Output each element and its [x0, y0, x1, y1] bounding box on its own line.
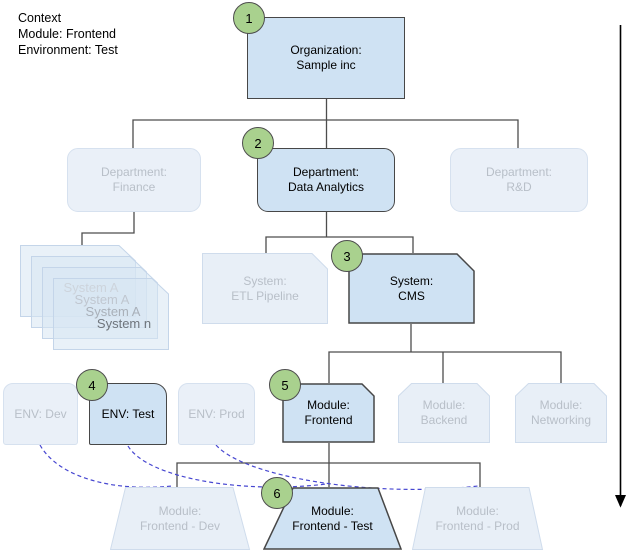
node-label: Department: [100, 165, 168, 179]
step-badge-4: 4 [76, 369, 108, 401]
context-note: Context Module: Frontend Environment: Te… [18, 10, 118, 58]
trapezoid-shape [412, 487, 544, 550]
node-label: Frontend - Dev [139, 518, 221, 533]
env-prod-mapping-curve [215, 444, 479, 490]
node-label: Backend [420, 413, 468, 427]
node-label: Finance [112, 180, 156, 194]
node-module-backend: Module: Backend [398, 383, 490, 443]
node-label: Networking [530, 413, 592, 427]
node-system-stack: System A System A System A System n [20, 245, 170, 351]
node-label: ENV: Test [101, 406, 155, 421]
connector-org-departments [132, 99, 519, 148]
node-label: Organization: [290, 43, 362, 57]
connector-finance-systems [81, 212, 135, 246]
node-module-frontend: Module: Frontend [282, 383, 375, 443]
node-label: Module: [539, 398, 583, 412]
node-department-rd: Department: R&D [450, 148, 588, 212]
context-environment: Environment: Test [18, 43, 118, 57]
node-label: Frontend [304, 413, 353, 427]
step-badge-5: 5 [269, 369, 301, 401]
step-badge-1: 1 [233, 2, 265, 34]
stack-label: System A [74, 292, 130, 307]
trapezoid-shape [263, 487, 403, 550]
card-shape [202, 253, 328, 324]
module-shape [398, 383, 490, 443]
node-organization: Organization: Sample inc [247, 17, 405, 99]
node-department-finance: Department: Finance [67, 148, 201, 212]
node-label: ENV: Prod [188, 406, 245, 421]
node-module-frontend-prod: Module: Frontend - Prod [412, 487, 544, 550]
step-badge-6: 6 [261, 477, 293, 509]
node-label: Module: [456, 503, 499, 518]
node-label: Department: [485, 165, 553, 179]
context-title: Context [18, 11, 62, 25]
stack-label: System A [63, 280, 119, 295]
node-label: System: [389, 273, 434, 288]
node-label: Frontend - Prod [435, 518, 520, 533]
node-system-etl-pipeline: System: ETL Pipeline [202, 253, 328, 324]
connector-cms-modules [328, 324, 562, 383]
connector-dept-systems [265, 212, 414, 253]
node-label: Module: [311, 503, 354, 518]
node-label: Data Analytics [287, 180, 365, 194]
node-label: R&D [506, 180, 532, 194]
stack-card-4 [53, 278, 169, 350]
context-module: Module: Frontend [18, 27, 116, 41]
node-module-frontend-test: Module: Frontend - Test [263, 487, 403, 550]
node-label: Module: [422, 398, 466, 412]
step-badge-3: 3 [331, 240, 363, 272]
node-label: System: [243, 273, 287, 288]
node-label: CMS [398, 288, 425, 303]
node-label: ETL Pipeline [231, 288, 299, 303]
node-label: Module: [158, 503, 202, 518]
env-test-mapping-curve [127, 445, 327, 488]
node-system-cms: System: CMS [348, 253, 475, 324]
node-label: Department: [292, 165, 360, 179]
node-label: Module: [307, 398, 350, 412]
trapezoid-shape [110, 487, 251, 550]
step-badge-2: 2 [242, 127, 274, 159]
stack-label: System n [96, 316, 152, 331]
node-env-dev: ENV: Dev [3, 383, 78, 445]
stack-label: System A [85, 304, 141, 319]
module-shape [515, 383, 607, 443]
connector-module-instances [176, 443, 481, 487]
node-module-networking: Module: Networking [515, 383, 607, 443]
node-department-data-analytics: Department: Data Analytics [257, 148, 395, 212]
card-shape [348, 253, 475, 324]
node-label: Frontend - Test [292, 518, 373, 533]
node-env-prod: ENV: Prod [178, 383, 255, 445]
node-module-frontend-dev: Module: Frontend - Dev [110, 487, 251, 550]
node-label: Sample inc [296, 58, 356, 72]
node-label: ENV: Dev [14, 406, 67, 421]
